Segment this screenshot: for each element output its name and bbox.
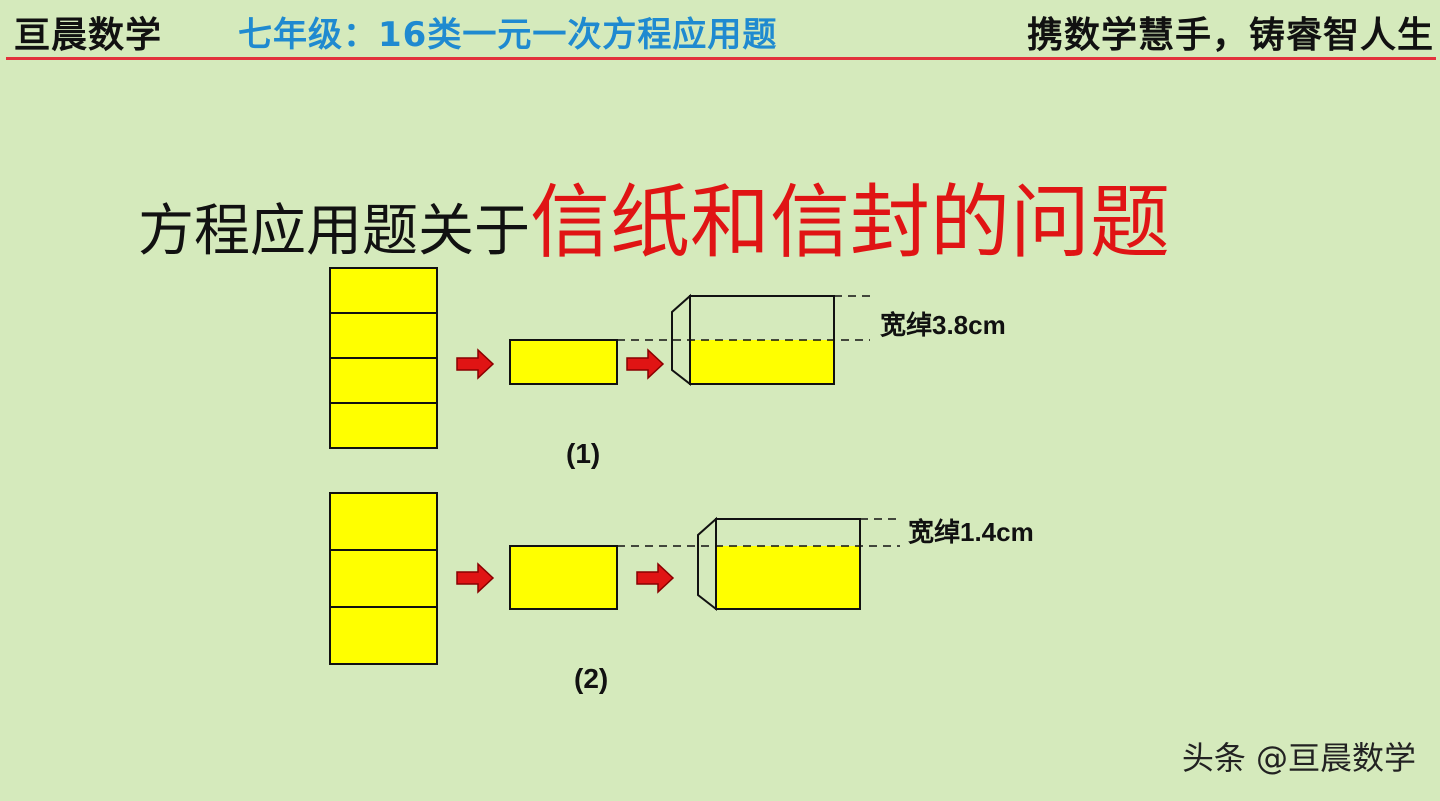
case1-arrow-2-icon [626,348,665,380]
case1-margin-label: 宽绰3.8cm [880,310,1006,340]
case1-label: (1) [566,438,600,469]
case2-label: (2) [574,663,608,694]
slide-title: 方程应用题关于信纸和信封的问题 [138,158,1170,274]
header-divider [6,57,1436,60]
case1-folded-letter [329,267,438,449]
case2-margin-guides [617,518,900,547]
title-prefix: 方程应用题关于 [138,199,530,264]
case1-folded-strip [509,339,618,385]
case2-folded-letter [329,492,438,665]
case2-arrow-1-icon [456,562,495,594]
case1-envelope [671,293,835,387]
case2-arrow-2-icon [636,562,675,594]
case1-margin-guides [617,295,870,341]
case1-arrow-1-icon [456,348,495,380]
watermark: 头条 @亘晨数学 [1181,739,1416,777]
case2-envelope [697,516,861,612]
title-highlight: 信纸和信封的问题 [530,176,1170,269]
slogan: 携数学慧手，铸睿智人生 [1026,15,1434,56]
brand-name: 亘晨数学 [14,15,163,56]
case2-margin-label: 宽绰1.4cm [908,517,1034,547]
header: 亘晨数学 七年级：16类一元一次方程应用题 携数学慧手，铸睿智人生 [0,0,1440,58]
lesson-subtitle: 七年级：16类一元一次方程应用题 [238,15,778,55]
case2-folded-strip [509,545,618,610]
